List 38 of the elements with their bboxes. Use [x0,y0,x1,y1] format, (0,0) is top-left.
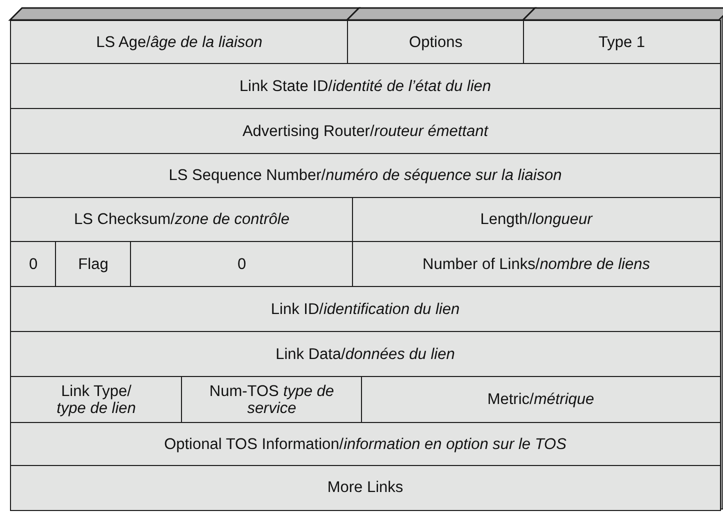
field-label: 0 [28,256,38,273]
table-cell [10,197,354,242]
field-label: Num-TOS type de service [208,382,336,417]
field-label: Metric/métrique [487,391,594,408]
table-cell [523,20,720,64]
table-cell [10,286,720,332]
field-label: 0 [237,256,246,273]
table-cell [10,422,720,466]
field-label: LS Checksum/zone de contrôle [74,211,290,228]
field-label: Type 1 [598,34,646,51]
field-label: LS Sequence Number/numéro de séquence sur la liaison [168,167,562,184]
field-label: Link ID/identification du lien [270,300,460,318]
table-cell [10,20,348,64]
table-cell [10,108,720,154]
field-label: Number of Links/nombre de liens [422,256,650,273]
field-label: Link State ID/identité de l’état du lien [239,78,492,95]
table-cell [55,241,132,288]
table-cell [10,376,182,424]
table-cell [10,241,56,288]
field-label: Advertising Router/routeur émettant [242,122,488,140]
table-cell [10,465,720,510]
field-label: Flag [78,256,108,273]
table-cell [352,241,720,288]
field-label: More Links [327,479,404,496]
table-cell [181,376,362,424]
table-cell [361,376,720,424]
field-label: Length/longueur [480,211,592,228]
table-cell [10,331,720,378]
table-cell [10,63,720,110]
table-cell [347,20,524,64]
field-label: Options [409,34,462,51]
field-label: Link Data/données du lien [276,346,455,363]
field-label: LS Age/âge de la liaison [96,34,262,51]
table-cell [130,241,354,288]
field-label: Optional TOS Information/information en option sur le TOS [164,436,566,453]
field-label: Link Type/ type de lien [56,382,137,417]
table-cell [352,197,720,242]
table-cell [10,153,720,198]
